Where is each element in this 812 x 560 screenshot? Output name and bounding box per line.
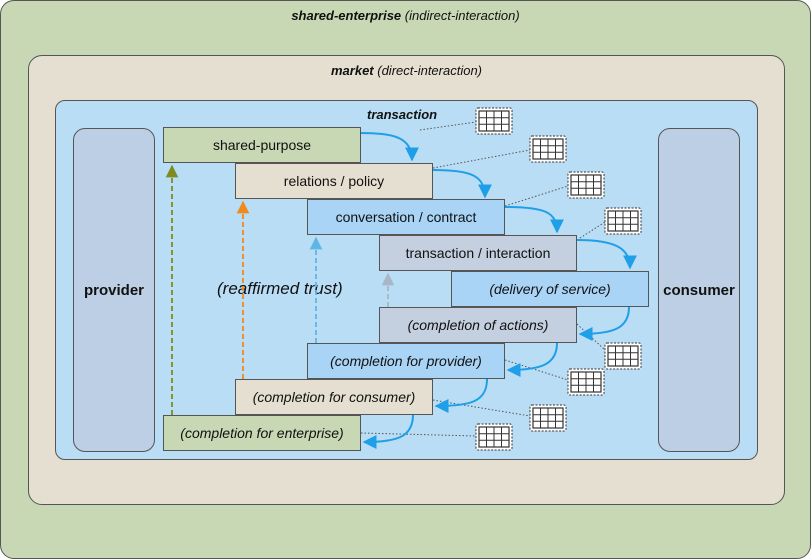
stage-completion-of-actions: (completion of actions) — [379, 307, 577, 343]
forward-flow-arrows — [360, 132, 637, 270]
data-grid-icon — [475, 107, 513, 135]
provider-lane: provider — [73, 128, 155, 452]
data-grid-icon — [567, 171, 605, 199]
return-flow-arrows — [362, 306, 630, 449]
provider-label: provider — [83, 281, 144, 299]
data-grid-icon — [567, 368, 605, 396]
stage-delivery-of-service: (delivery of service) — [451, 271, 649, 307]
stage-completion-for-enterprise: (completion for enterprise) — [163, 415, 361, 451]
consumer-lane: consumer — [658, 128, 740, 452]
data-grid-icon — [604, 207, 642, 235]
consumer-label: consumer — [663, 281, 735, 299]
data-grid-icon — [529, 404, 567, 432]
stage-conversation-contract: conversation / contract — [307, 199, 505, 235]
stage-completion-for-provider: (completion for provider) — [307, 343, 505, 379]
data-grid-icon — [475, 423, 513, 451]
data-grid-icon — [604, 342, 642, 370]
market-title: market (direct-interaction) — [330, 63, 483, 78]
transaction-title: transaction — [367, 107, 438, 122]
shared-enterprise-title: shared-enterprise (indirect-interaction) — [291, 8, 520, 23]
stage-transaction-interaction: transaction / interaction — [379, 235, 577, 271]
reaffirmed-trust-label: (reaffirmed trust) — [217, 279, 343, 298]
data-grid-icon — [529, 135, 567, 163]
stage-relations-policy: relations / policy — [235, 163, 433, 199]
stage-shared-purpose: shared-purpose — [163, 127, 361, 163]
stage-completion-for-consumer: (completion for consumer) — [235, 379, 433, 415]
